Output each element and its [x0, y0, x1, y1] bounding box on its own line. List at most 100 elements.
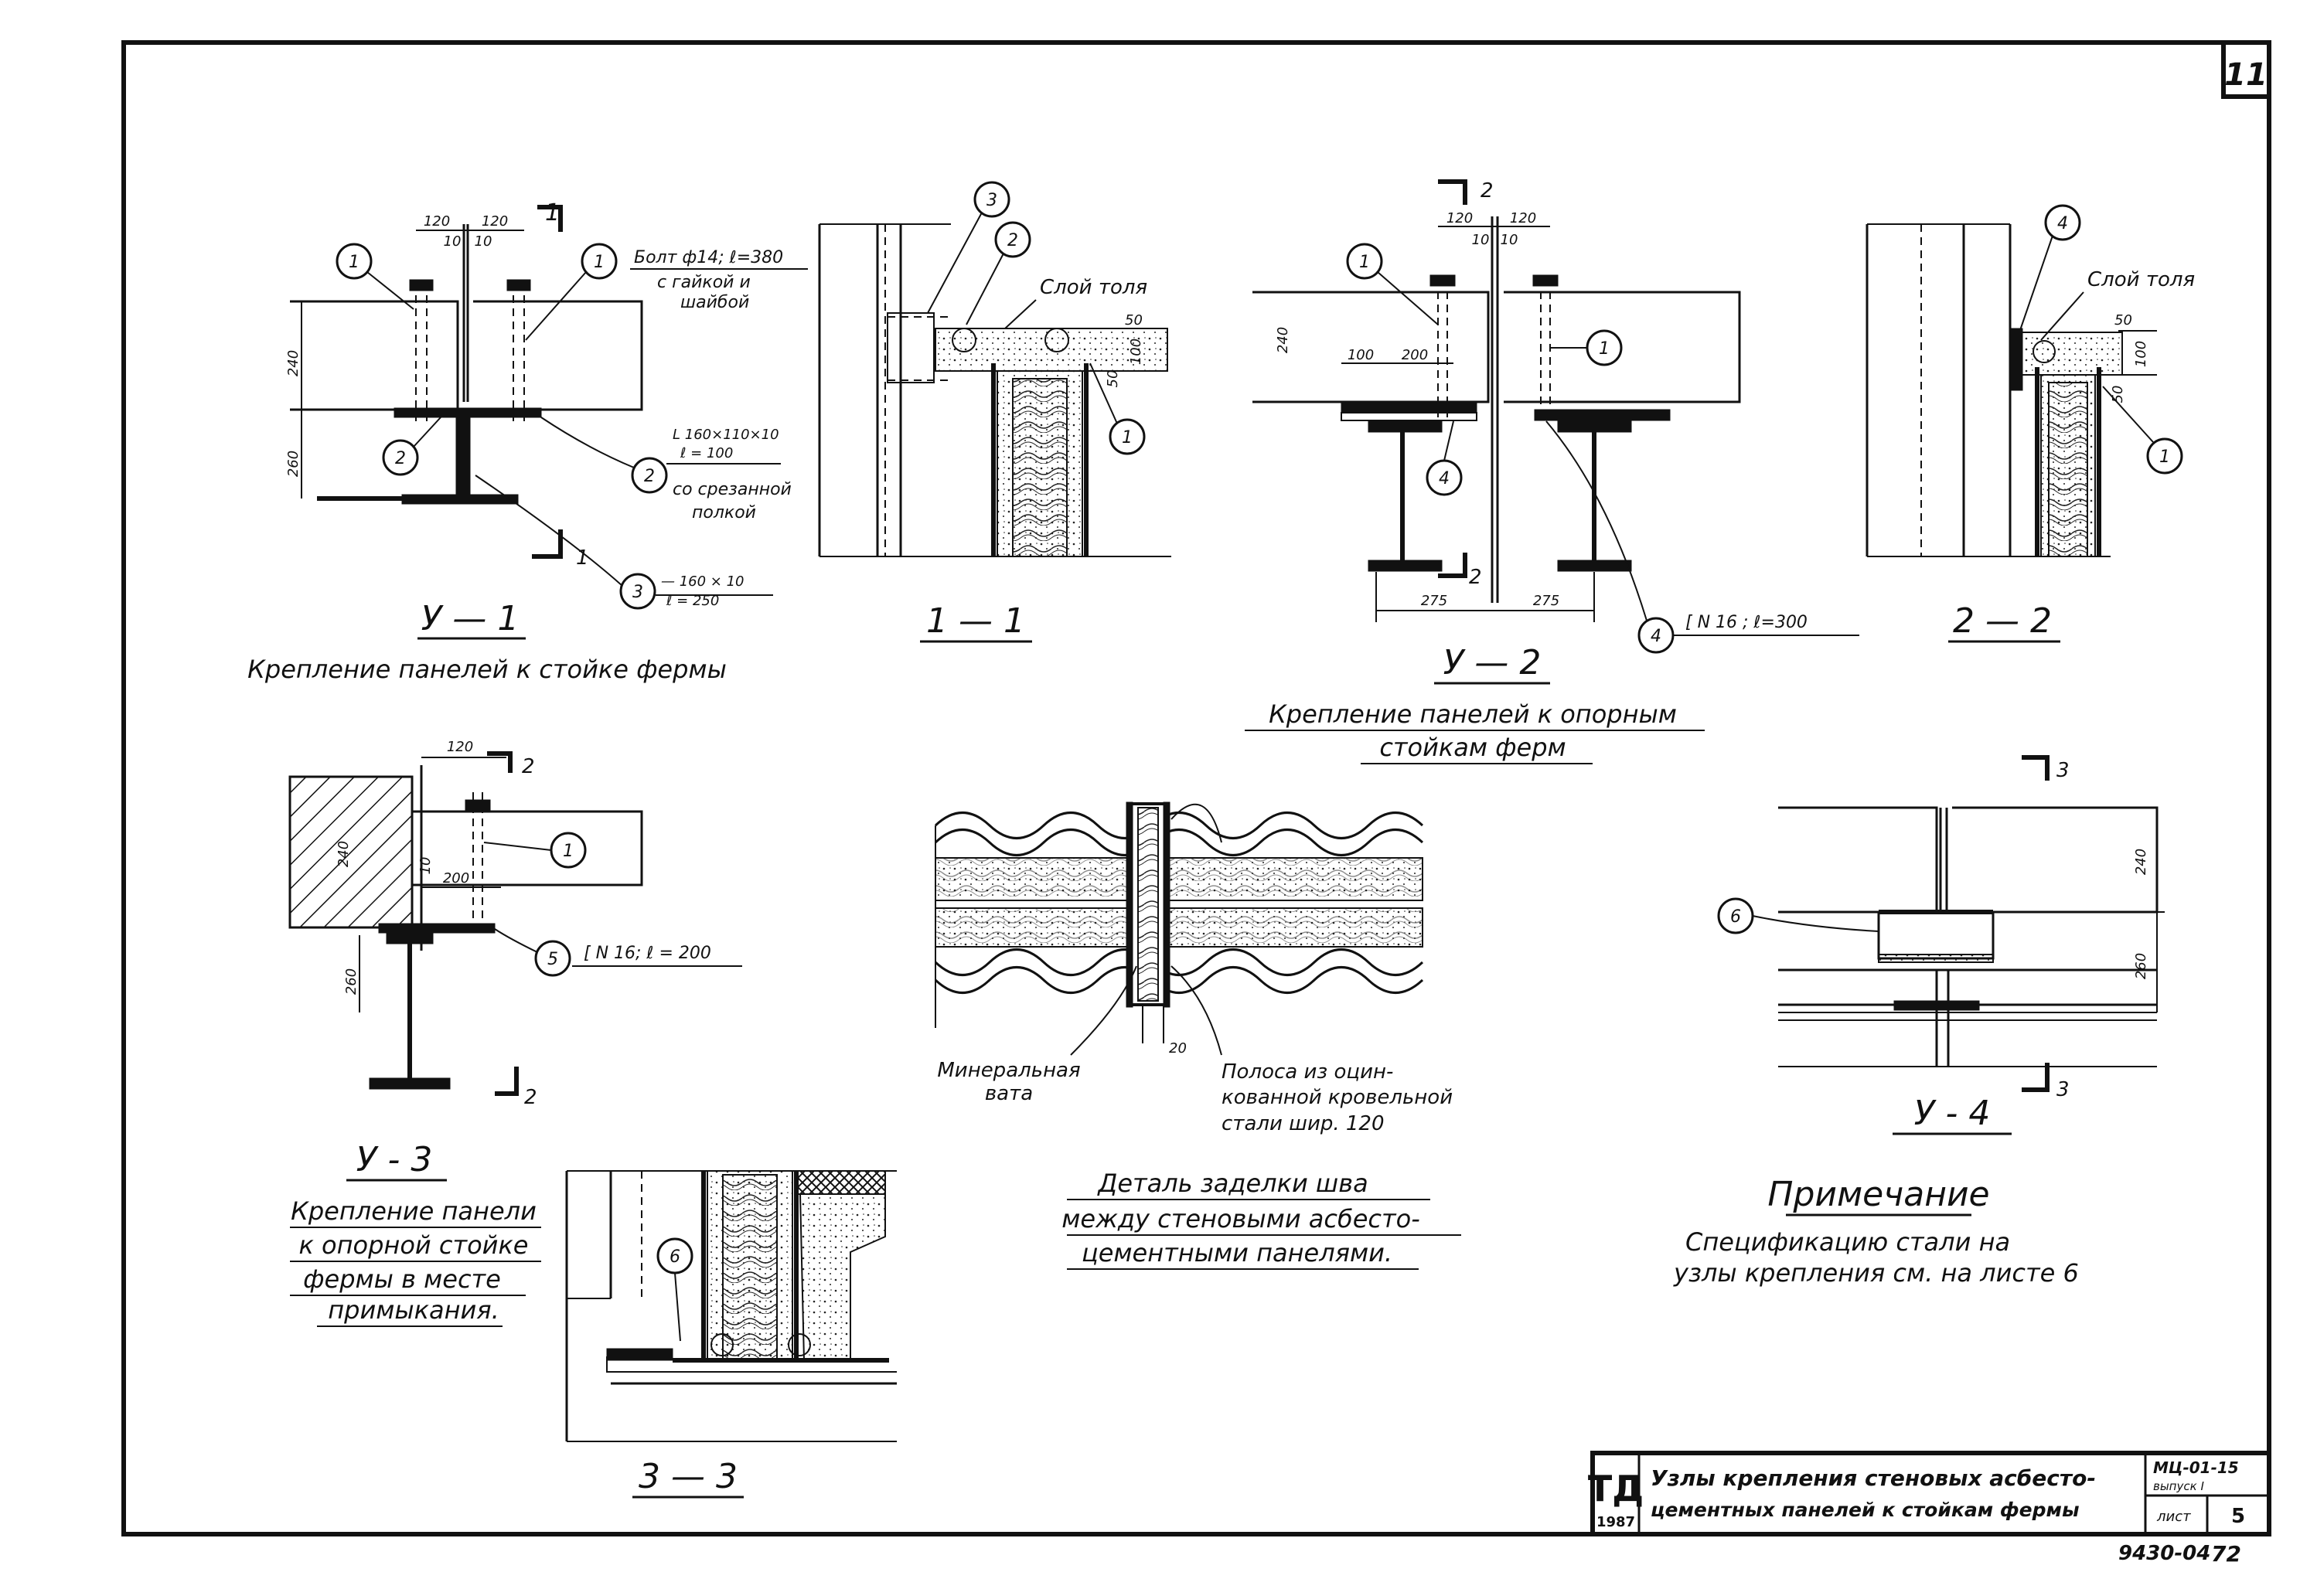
s22-dim-100: 100 — [2133, 341, 2149, 367]
s22-title: 2 — 2 — [1953, 601, 2052, 641]
note-line-2: узлы крепления см. на листе 6 — [1673, 1258, 2079, 1288]
s22-callout-4: 4 — [2057, 214, 2068, 233]
joint-strip-1: Полоса из оцин- — [1222, 1060, 1393, 1084]
detail-u2: 120 120 10 10 100 200 240 275 275 2 2 1 … — [1245, 179, 1859, 764]
u4-title: У - 4 — [1914, 1094, 1991, 1133]
s22-note-layer: Слой толя — [2087, 268, 2195, 291]
section-3-3: 6 3 — 3 — [565, 1170, 897, 1499]
u1-dim-260: 260 — [285, 451, 302, 477]
s11-title: 1 — 1 — [926, 601, 1025, 641]
joint-wool-2: вата — [985, 1082, 1033, 1105]
u3-section-mark-bottom: 2 — [524, 1086, 537, 1109]
u1-caption: Крепление панелей к стойке фермы — [247, 655, 727, 684]
u1-dim-120b: 120 — [482, 213, 508, 230]
u2-dim-100: 100 — [1348, 347, 1374, 363]
u1-dim-10b: 10 — [475, 233, 492, 250]
sheet-frame: 11 — [121, 40, 2271, 1536]
tb-sheet-no: 5 — [2231, 1505, 2245, 1528]
tb-sheet-label: лист — [2156, 1509, 2191, 1525]
tb-issue: выпуск I — [2153, 1479, 2204, 1493]
u2-callout-1a: 1 — [1359, 253, 1370, 272]
u3-callout-5: 5 — [547, 950, 558, 969]
joint-dim-20: 20 — [1169, 1040, 1187, 1057]
tb-logo: ТД — [1588, 1468, 1644, 1509]
sheet-number: 11 — [2224, 57, 2268, 93]
tb-title-2: цементных панелей к стойкам фермы — [1651, 1499, 2080, 1521]
u4-callout-6: 6 — [1730, 907, 1741, 927]
s33-callout-6: 6 — [670, 1247, 680, 1267]
s22-dim-50b: 50 — [2110, 386, 2126, 403]
u2-dim-275b: 275 — [1533, 593, 1559, 609]
u1-callout-2a: 2 — [395, 449, 406, 468]
u3-caption-4: примыкания. — [328, 1295, 499, 1325]
u1-bolt-note-2: с гайкой и — [657, 273, 751, 292]
u1-section-mark-top: 1 — [545, 199, 560, 226]
u1-callout-1a: 1 — [349, 253, 359, 272]
note-heading: Примечание — [1767, 1175, 1989, 1214]
tb-year: 1987 — [1596, 1514, 1635, 1530]
s33-title: 3 — 3 — [639, 1457, 738, 1496]
u2-dim-240: 240 — [1275, 327, 1291, 353]
u1-title: У — 1 — [421, 599, 520, 638]
u2-callout-4a: 4 — [1439, 469, 1450, 488]
tb-series: МЦ-01-15 — [2153, 1458, 2239, 1477]
u3-title: У - 3 — [356, 1140, 433, 1179]
u3-caption-3: фермы в месте — [303, 1264, 501, 1294]
u3-callout-1: 1 — [563, 842, 574, 861]
tb-stamp-page: 72 — [2211, 1541, 2241, 1567]
u1-angle-note-1: L 160×110×10 — [673, 427, 779, 443]
u3-dim-10: 10 — [417, 857, 434, 875]
joint-caption-2: между стеновыми асбесто- — [1061, 1204, 1420, 1234]
u1-callout-1b: 1 — [594, 253, 605, 272]
u2-dim-10a: 10 — [1472, 232, 1490, 248]
u1-bolt-note-1: Болт ф14; ℓ=380 — [634, 248, 783, 267]
joint-strip-2: кованной кровельной — [1222, 1086, 1453, 1109]
note-line-1: Спецификацию стали на — [1685, 1227, 2010, 1257]
section-2-2: 50 100 50 4 Слой толя 1 2 — 2 — [1866, 204, 2195, 643]
u2-section-mark-top: 2 — [1481, 179, 1494, 202]
u1-bolt-note-3: шайбой — [680, 293, 749, 312]
s11-callout-3: 3 — [986, 191, 997, 210]
u2-callout-4b: 4 — [1651, 627, 1661, 646]
u1-angle-note-3: со срезанной — [673, 480, 792, 499]
u3-channel-note: [ N 16; ℓ = 200 — [584, 944, 711, 963]
joint-strip-3: стали шир. 120 — [1222, 1112, 1385, 1135]
detail-u4: 240 260 3 3 6 У - 4 — [1717, 755, 2165, 1135]
tb-title-1: Узлы крепления стеновых асбесто- — [1651, 1465, 2096, 1491]
s22-dim-50a: 50 — [2114, 312, 2132, 328]
detail-joint: 20 Минеральная вата Полоса из оцин- кова… — [934, 801, 1461, 1270]
u1-angle-note-2: ℓ = 100 — [680, 445, 733, 461]
joint-caption-1: Деталь заделки шва — [1096, 1169, 1368, 1198]
u1-callout-2b: 2 — [644, 467, 655, 486]
u1-plate-note-1: — 160 × 10 — [661, 573, 745, 590]
title-block: ТД 1987 Узлы крепления стеновых асбесто-… — [1588, 1451, 2271, 1567]
u2-dim-120b: 120 — [1510, 210, 1536, 226]
s11-note-layer: Слой толя — [1040, 276, 1147, 299]
u1-dim-240: 240 — [285, 350, 302, 376]
u2-caption-1: Крепление панелей к опорным — [1269, 699, 1677, 729]
u1-callout-3: 3 — [632, 583, 643, 602]
joint-caption-3: цементными панелями. — [1082, 1238, 1392, 1268]
s11-callout-1: 1 — [1122, 428, 1133, 447]
note-block: Примечание Спецификацию стали на узлы кр… — [1673, 1175, 2079, 1288]
u1-dim-120a: 120 — [424, 213, 450, 230]
detail-u1: 120 120 10 10 240 260 1 1 1 1 2 2 3 Болт… — [247, 199, 808, 684]
u4-dim-260: 260 — [2133, 953, 2149, 979]
u2-dim-120a: 120 — [1446, 210, 1473, 226]
u3-dim-200: 200 — [443, 870, 469, 886]
u4-dim-240: 240 — [2133, 849, 2149, 875]
u1-plate-note-2: ℓ = 250 — [666, 593, 719, 609]
s11-dim-50a: 50 — [1125, 312, 1143, 328]
u3-dim-120: 120 — [447, 739, 473, 755]
section-1-1: 50 100 50 3 2 Слой толя 1 1 — 1 — [818, 181, 1171, 643]
u2-channel-note: [ N 16 ; ℓ=300 — [1685, 613, 1808, 632]
u1-dim-10a: 10 — [444, 233, 462, 250]
s11-dim-50b: 50 — [1105, 370, 1121, 388]
u2-title: У — 2 — [1443, 643, 1542, 682]
u3-caption-1: Крепление панели — [291, 1196, 537, 1226]
u2-dim-200: 200 — [1402, 347, 1428, 363]
u2-callout-1b: 1 — [1599, 339, 1610, 359]
u2-dim-275a: 275 — [1421, 593, 1447, 609]
u2-dim-10b: 10 — [1501, 232, 1518, 248]
